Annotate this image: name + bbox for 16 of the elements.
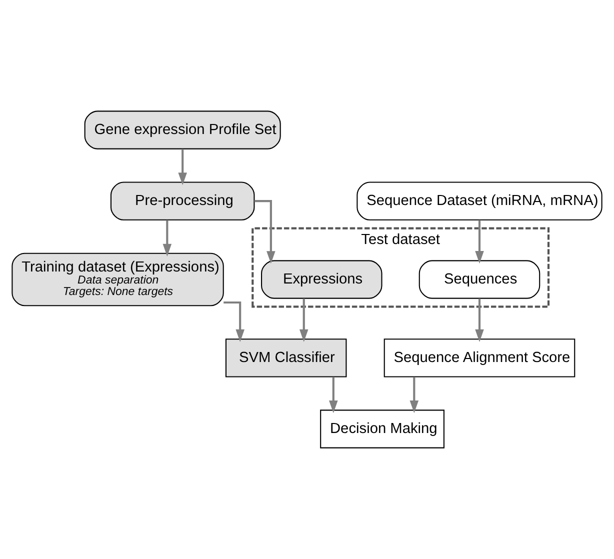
node-box: Pre-processing bbox=[110, 182, 255, 220]
arrow bbox=[162, 220, 172, 256]
node-box: Expressions bbox=[261, 260, 382, 299]
node-box: Sequences bbox=[418, 260, 540, 299]
node-box: Decision Making bbox=[320, 410, 444, 448]
node-box: SVM Classifier bbox=[225, 338, 347, 378]
arrow bbox=[329, 376, 338, 414]
arrow bbox=[475, 298, 484, 342]
arrow bbox=[178, 149, 187, 186]
node-box: Training dataset (Expressions) Data separation Targets: None targets bbox=[12, 252, 224, 306]
arrow bbox=[299, 298, 308, 342]
node-box: Sequence Alignment Score bbox=[384, 338, 576, 378]
node-box: Sequence Dataset (miRNA, mRNA) bbox=[356, 182, 602, 220]
arrow bbox=[475, 220, 484, 264]
node-box: Gene expression Profile Set bbox=[84, 110, 281, 150]
arrow bbox=[410, 376, 419, 414]
